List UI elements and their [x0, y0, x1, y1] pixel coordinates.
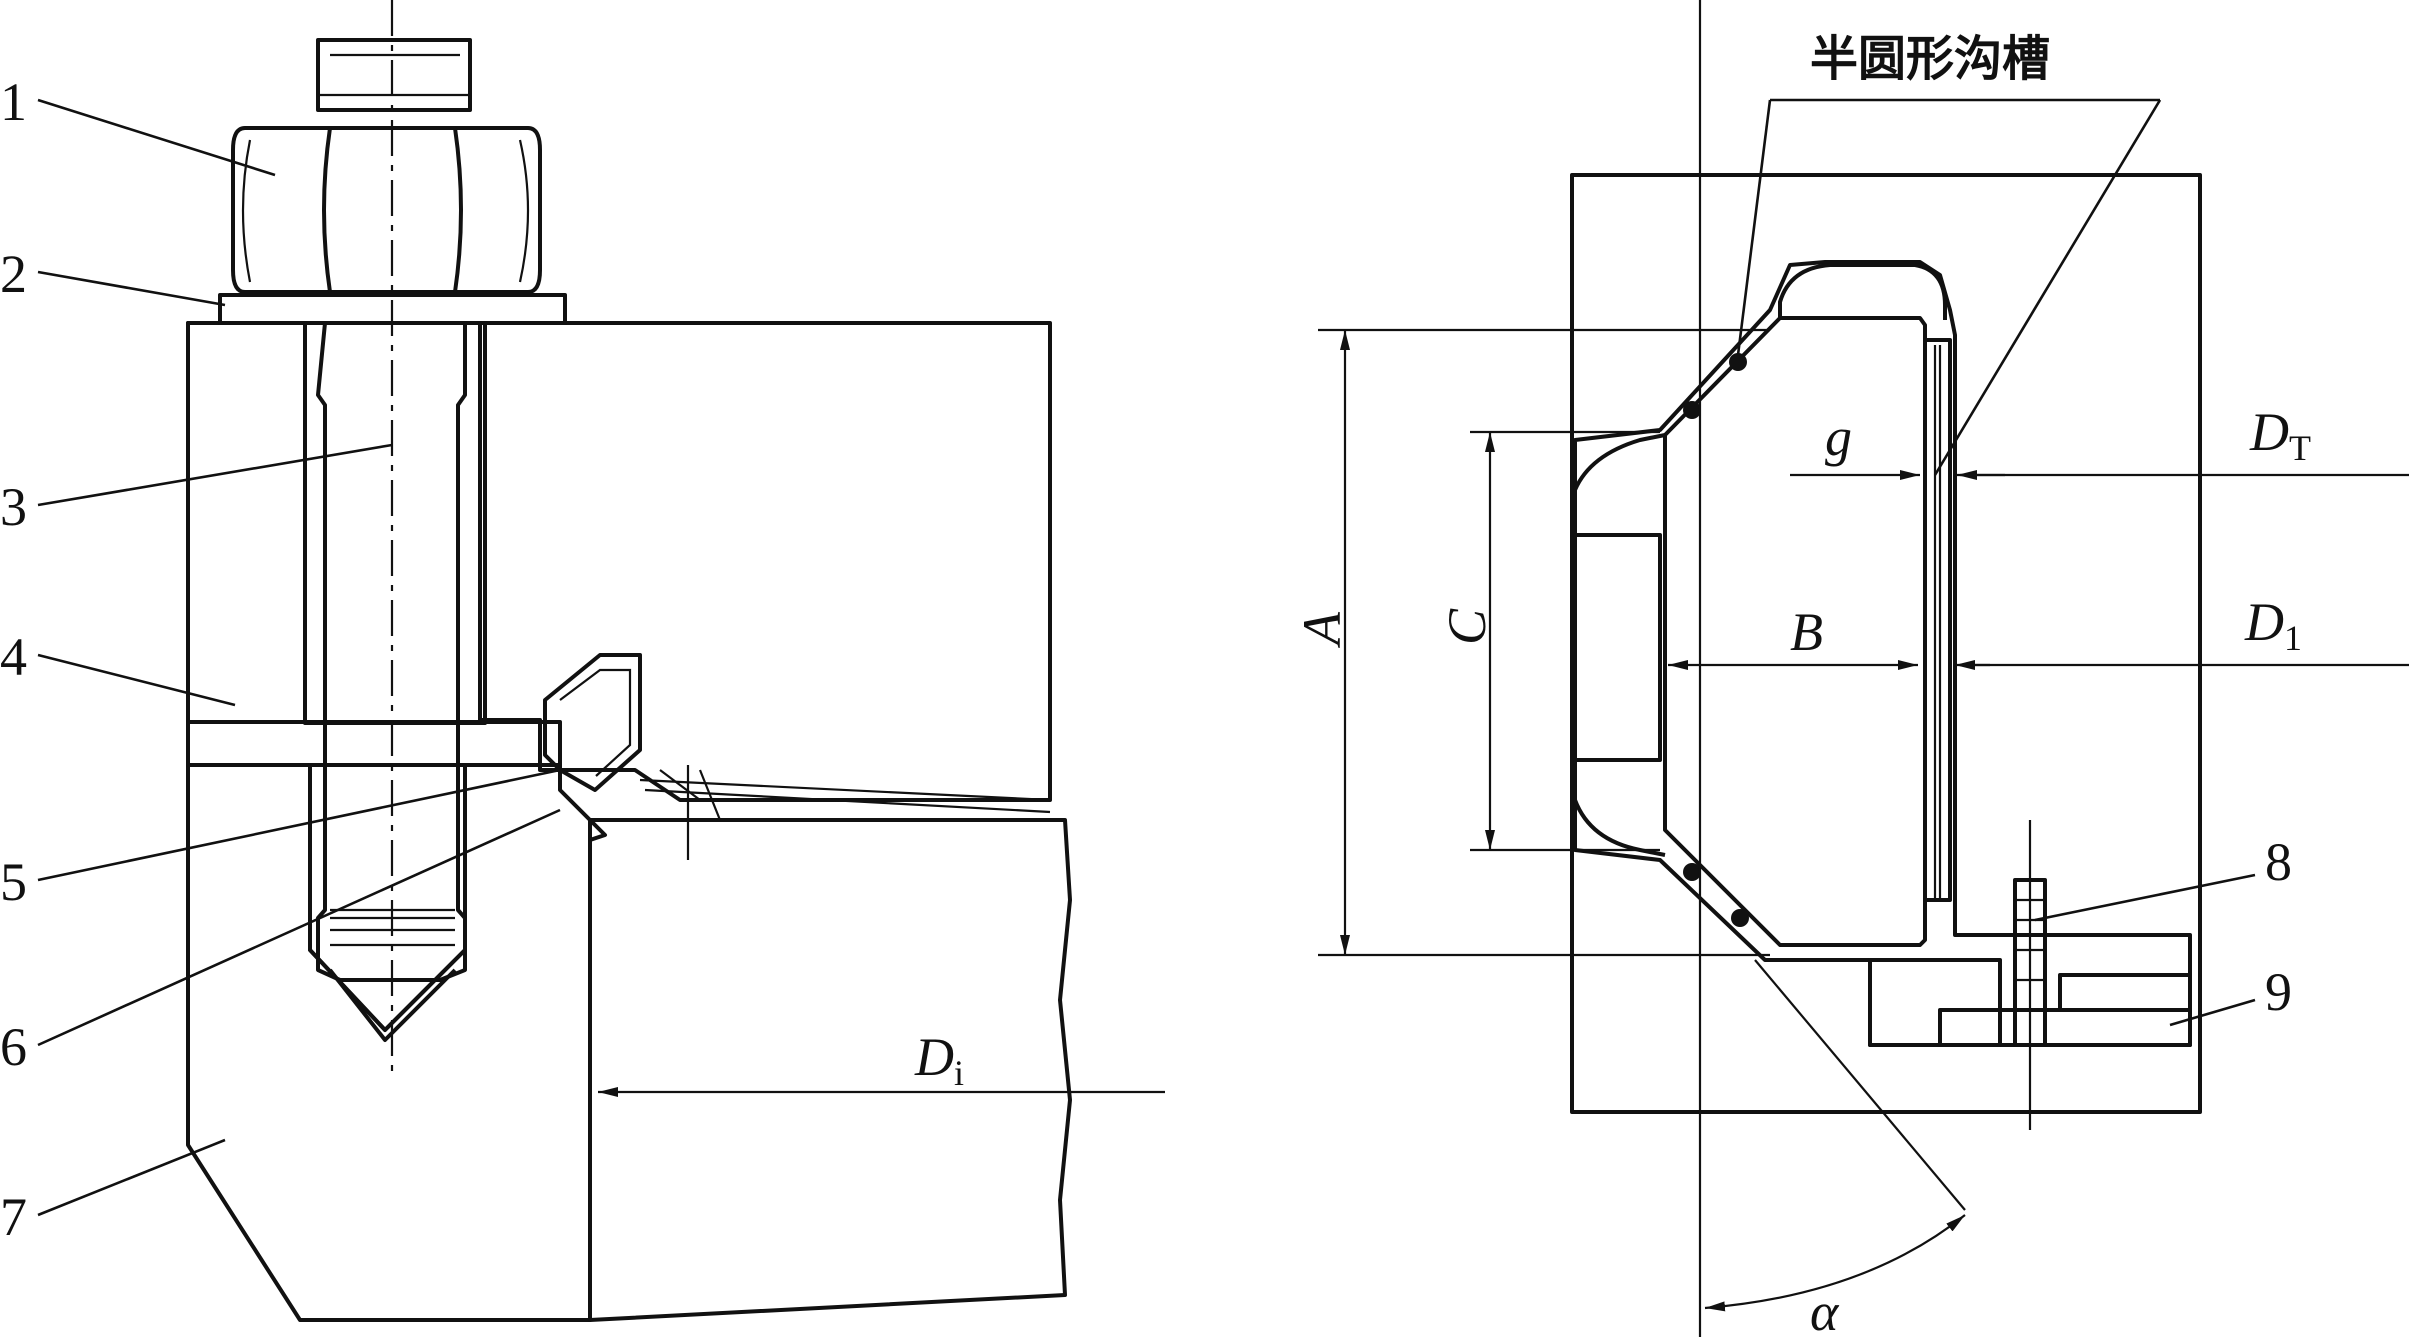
- cover-plate: [186, 321, 1052, 802]
- label-1: 1: [0, 72, 27, 132]
- label-5: 5: [0, 852, 27, 912]
- groove-2: [1683, 401, 1701, 419]
- groove-3: [1683, 863, 1701, 881]
- dim-d1-label: D1: [2244, 592, 2302, 658]
- dim-a-label: A: [1292, 611, 1352, 648]
- stud-top: [316, 38, 472, 112]
- label-3: 3: [0, 477, 27, 537]
- set-screw: [2013, 878, 2047, 1047]
- label-6: 6: [0, 1017, 27, 1077]
- label-9: 9: [2265, 962, 2292, 1022]
- wedge-seal: [1663, 316, 1927, 947]
- groove-4: [1731, 909, 1749, 927]
- inner-bore: [588, 818, 1072, 1322]
- dim-di-label: Di: [914, 1027, 964, 1093]
- groove-label: 半圆形沟槽: [1810, 31, 2050, 87]
- label-4: 4: [0, 627, 27, 687]
- cylinder-body: [186, 763, 607, 1322]
- label-7: 7: [0, 1187, 27, 1247]
- groove-1: [1729, 353, 1747, 371]
- dim-alpha-label: α: [1810, 1282, 1840, 1337]
- hex-nut: [231, 126, 542, 294]
- flange-gap: [186, 720, 562, 767]
- dim-g-label: g: [1825, 407, 1852, 467]
- cover-left-section: [186, 321, 307, 724]
- label-2: 2: [0, 244, 27, 304]
- dim-dt-label: DT: [2249, 402, 2311, 468]
- seal-cavity: [1573, 260, 2192, 1047]
- dim-b-label: B: [1790, 602, 1823, 662]
- left-view: 1 2 3 4 5 6 7 Di: [0, 0, 1165, 1322]
- threaded-hole: [308, 763, 467, 1032]
- seal-ring: [543, 653, 642, 792]
- right-view: α A C B g DT D1 半圆形沟槽 8 9: [1292, 0, 2409, 1337]
- dim-c-label: C: [1437, 608, 1497, 645]
- label-8: 8: [2265, 832, 2292, 892]
- stud-bolt: [316, 321, 467, 982]
